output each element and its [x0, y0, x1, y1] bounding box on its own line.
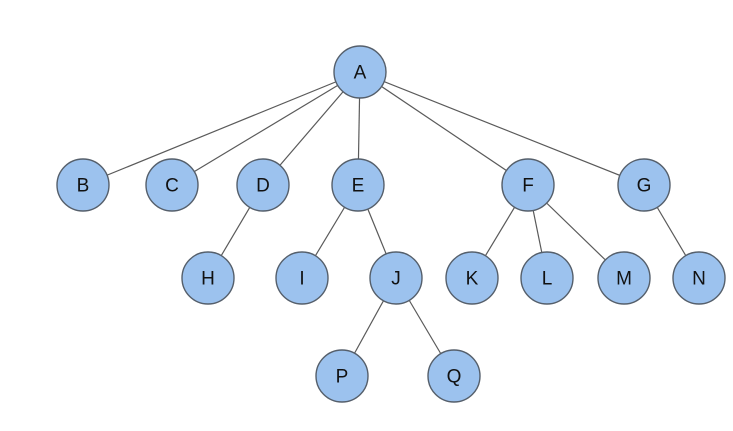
- node-i: I: [275, 251, 329, 305]
- node-circle-e: [331, 158, 385, 212]
- edge-a-f: [359, 71, 529, 186]
- node-label-p: P: [336, 367, 349, 388]
- node-label-l: L: [542, 269, 553, 290]
- node-label-g: G: [637, 176, 652, 197]
- node-l: L: [520, 251, 574, 305]
- node-n: N: [672, 251, 726, 305]
- node-m: M: [597, 251, 651, 305]
- node-circle-i: [275, 251, 329, 305]
- node-label-a: A: [354, 63, 367, 84]
- node-k: K: [445, 251, 499, 305]
- node-b: B: [56, 158, 110, 212]
- node-circle-l: [520, 251, 574, 305]
- node-label-d: D: [256, 176, 270, 197]
- edges-group: [82, 71, 700, 377]
- node-label-q: Q: [447, 367, 462, 388]
- node-label-k: K: [466, 269, 479, 290]
- node-circle-b: [56, 158, 110, 212]
- node-label-i: I: [299, 269, 304, 290]
- edge-a-g: [359, 71, 645, 186]
- nodes-group: A B C D E F G H I J K L M N P Q: [56, 45, 726, 403]
- edge-a-b: [82, 71, 361, 186]
- node-label-c: C: [165, 176, 179, 197]
- node-label-j: J: [391, 269, 401, 290]
- node-f: F: [501, 158, 555, 212]
- node-circle-c: [145, 158, 199, 212]
- node-c: C: [145, 158, 199, 212]
- node-circle-q: [427, 349, 481, 403]
- node-label-e: E: [352, 176, 365, 197]
- node-circle-d: [236, 158, 290, 212]
- node-circle-g: [617, 158, 671, 212]
- node-label-m: M: [616, 269, 632, 290]
- edge-a-c: [171, 71, 361, 186]
- node-label-b: B: [77, 176, 90, 197]
- node-circle-n: [672, 251, 726, 305]
- node-label-h: H: [201, 269, 215, 290]
- node-circle-a: [333, 45, 387, 99]
- node-label-n: N: [692, 269, 706, 290]
- node-h: H: [181, 251, 235, 305]
- node-circle-m: [597, 251, 651, 305]
- node-d: D: [236, 158, 290, 212]
- node-circle-h: [181, 251, 235, 305]
- node-j: J: [369, 251, 423, 305]
- node-label-f: F: [522, 176, 534, 197]
- node-a: A: [333, 45, 387, 99]
- node-circle-j: [369, 251, 423, 305]
- node-circle-k: [445, 251, 499, 305]
- node-q: Q: [427, 349, 481, 403]
- node-circle-f: [501, 158, 555, 212]
- node-g: G: [617, 158, 671, 212]
- node-p: P: [315, 349, 369, 403]
- node-e: E: [331, 158, 385, 212]
- node-circle-p: [315, 349, 369, 403]
